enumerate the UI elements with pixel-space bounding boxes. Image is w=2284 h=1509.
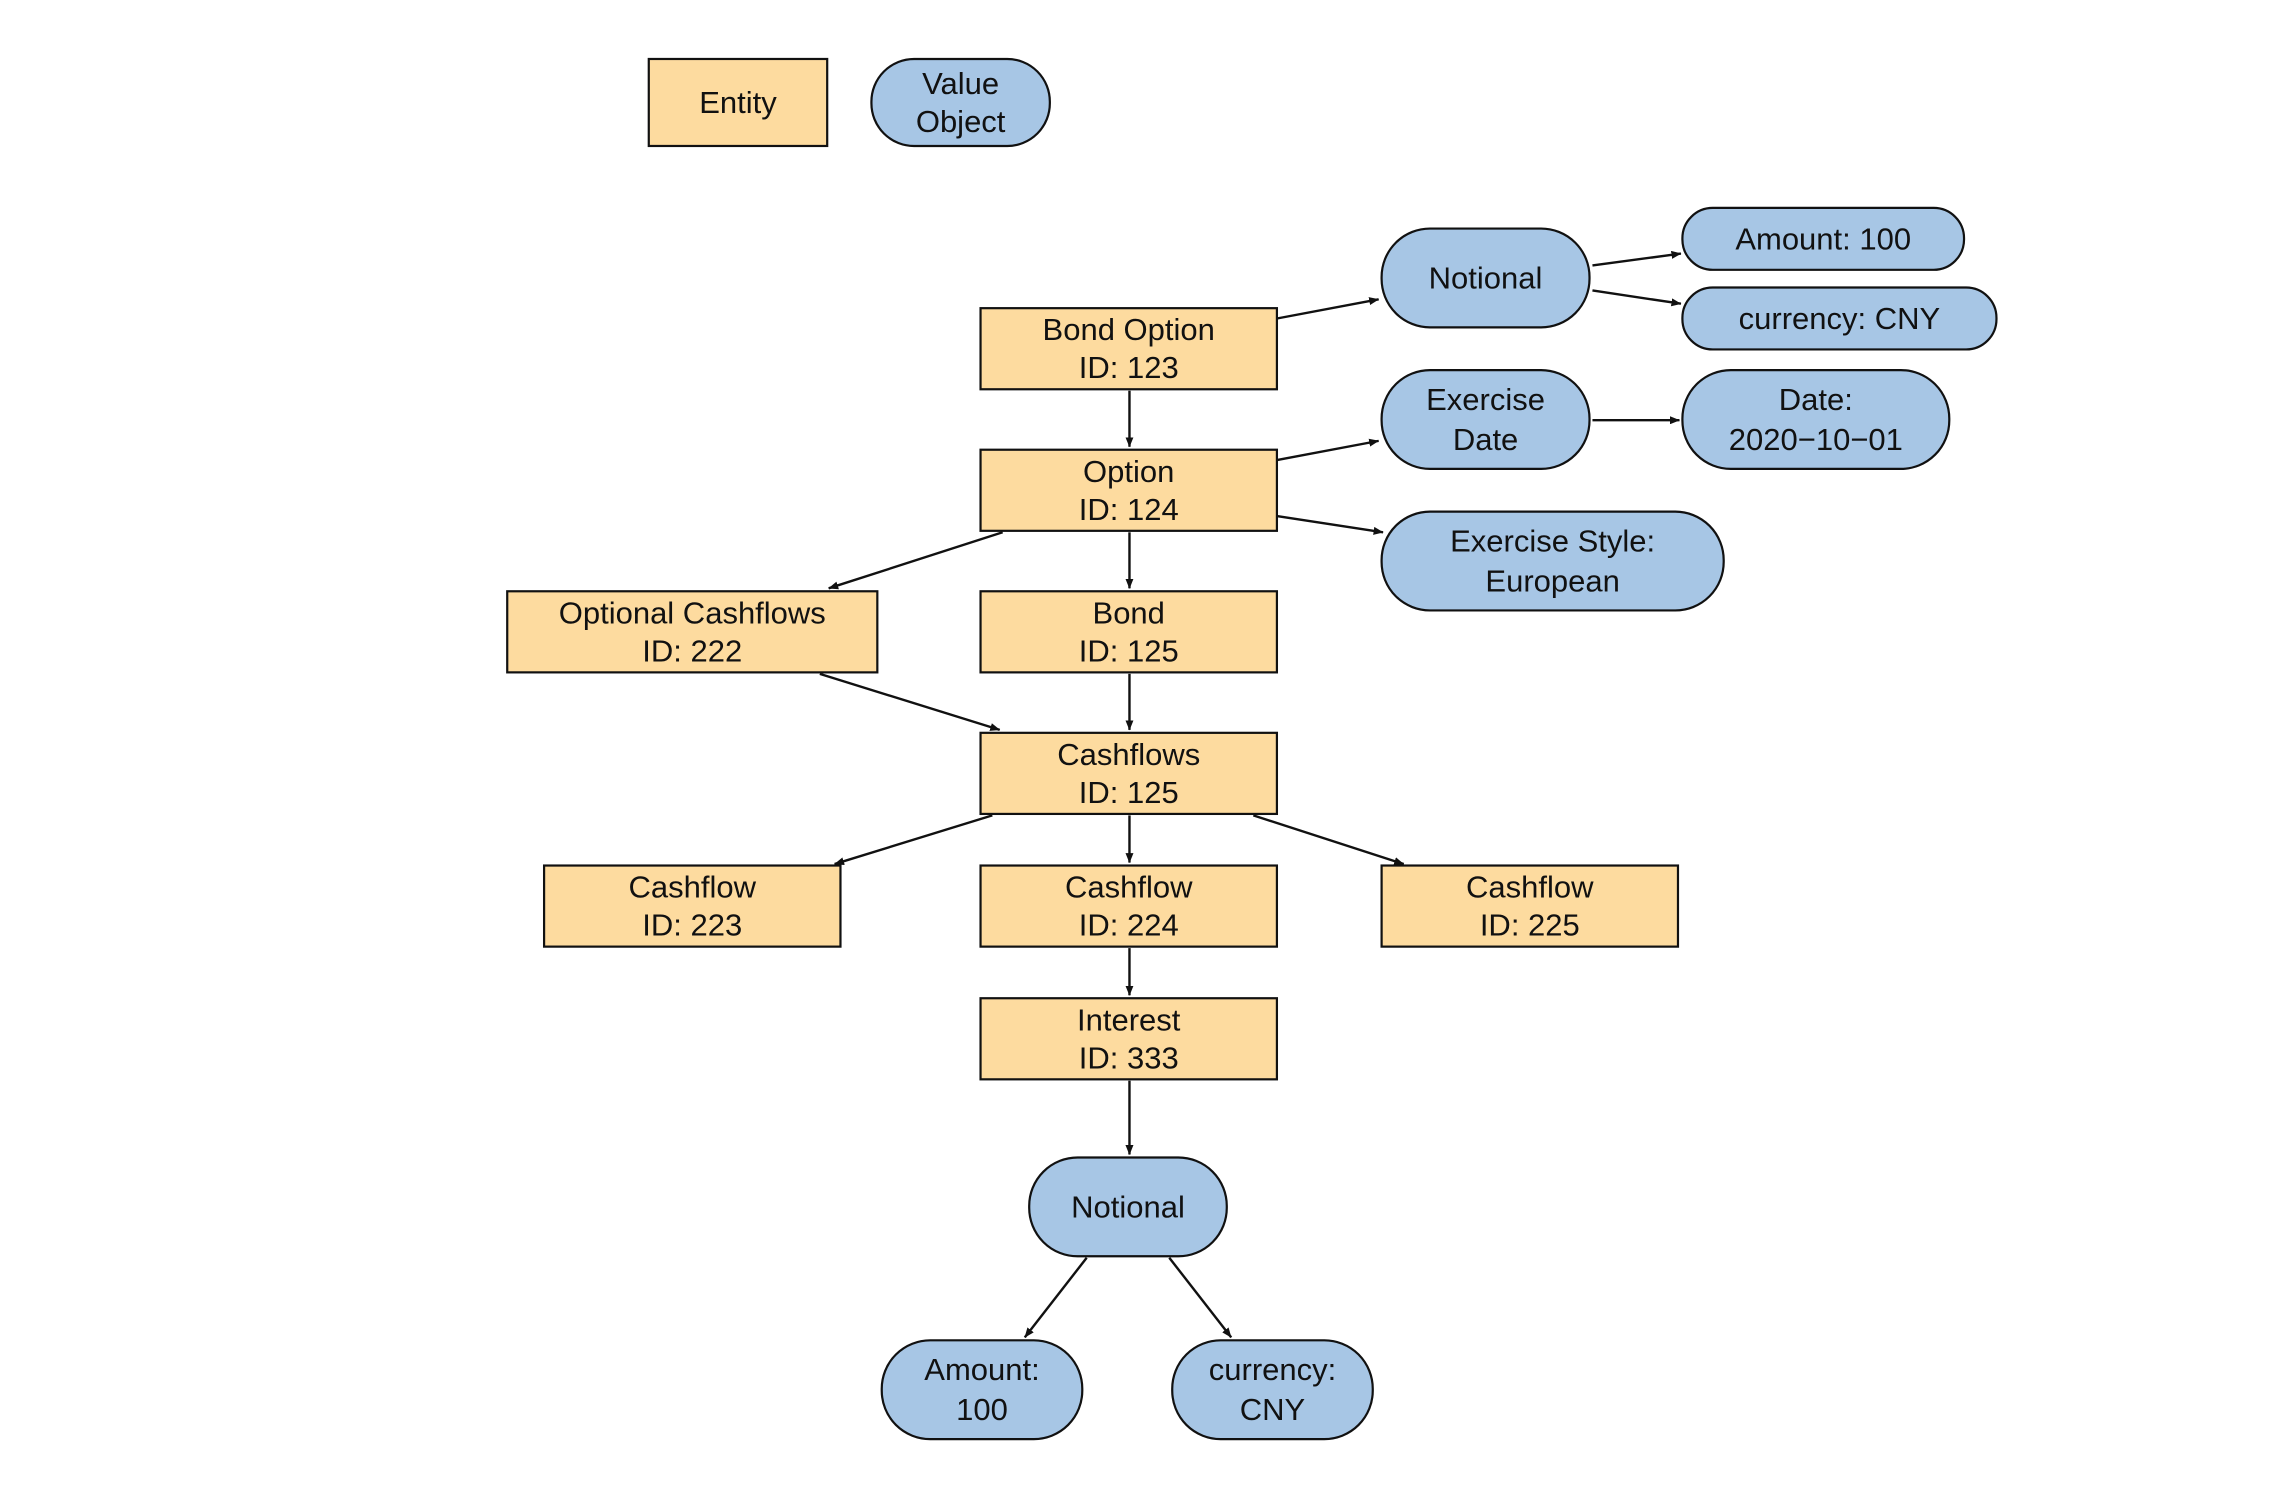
exercise-style-value-object-box bbox=[1380, 510, 1725, 612]
edge-option-to-exercise-style bbox=[1276, 514, 1384, 535]
edge-option-to-optional-cashflows bbox=[828, 531, 1004, 590]
date-value-label-line-2: 2020−10−01 bbox=[1729, 422, 1903, 457]
node-date-value: Date: 2020−10−01 bbox=[1681, 368, 1951, 470]
edge-notional-bottom-to-amount-bottom bbox=[1023, 1257, 1088, 1339]
bond-label-line-2: ID: 125 bbox=[1079, 633, 1179, 668]
interest-entity-box bbox=[979, 997, 1279, 1081]
edge-option-to-exercise-date bbox=[1276, 438, 1380, 462]
interest-label-line-1: Interest bbox=[1077, 1002, 1181, 1037]
currency-bottom-label-line-1: currency: bbox=[1209, 1352, 1336, 1387]
cashflow-225-label-line-2: ID: 225 bbox=[1480, 908, 1580, 943]
node-amount-bottom: Amount: 100 bbox=[880, 1339, 1084, 1441]
cashflow-223-label-line-2: ID: 223 bbox=[642, 908, 742, 943]
cashflows-label-line-1: Cashflows bbox=[1057, 737, 1200, 772]
cashflow-225-label-line-1: Cashflow bbox=[1466, 870, 1594, 905]
cashflows-entity-box bbox=[979, 731, 1279, 816]
notional-top-label-line-1: Notional bbox=[1429, 260, 1543, 295]
bond-option-label-line-1: Bond Option bbox=[1043, 312, 1215, 347]
edge-bond-option-to-notional-top bbox=[1276, 297, 1380, 320]
currency-bottom-label-line-2: CNY bbox=[1240, 1392, 1305, 1427]
legend-value-object-label-line-1: Value bbox=[922, 66, 999, 101]
amount-bottom-label-line-1: Amount: bbox=[924, 1352, 1039, 1387]
cashflow-223-entity-box bbox=[542, 864, 842, 948]
node-exercise-style: Exercise Style: European bbox=[1380, 510, 1725, 612]
legend-entity: Entity bbox=[647, 57, 829, 148]
exercise-date-value-object-box bbox=[1380, 368, 1591, 470]
option-entity-box bbox=[979, 448, 1279, 532]
legend-value-object-label-line-2: Object bbox=[916, 104, 1006, 139]
date-value-value-object-box bbox=[1681, 368, 1951, 470]
exercise-style-label-line-2: European bbox=[1485, 564, 1619, 599]
notional-bottom-value-object-box bbox=[1028, 1156, 1228, 1258]
legend-entity-entity-box bbox=[647, 57, 829, 148]
bond-option-label-line-2: ID: 123 bbox=[1079, 350, 1179, 385]
notional-top-value-object-box bbox=[1380, 227, 1591, 329]
bond-label-line-1: Bond bbox=[1093, 595, 1165, 630]
bond-option-entity-box bbox=[979, 307, 1279, 391]
date-value-label-line-1: Date: bbox=[1779, 382, 1853, 417]
cashflow-224-entity-box bbox=[979, 864, 1279, 948]
optional-cashflows-entity-box bbox=[506, 590, 879, 674]
option-label-line-2: ID: 124 bbox=[1079, 492, 1179, 527]
node-notional-bottom: Notional bbox=[1028, 1156, 1228, 1258]
cashflows-label-line-2: ID: 125 bbox=[1079, 775, 1179, 810]
node-notional-top: Notional bbox=[1380, 227, 1591, 329]
optional-cashflows-label-line-2: ID: 222 bbox=[642, 633, 742, 668]
amount-bottom-value-object-box bbox=[880, 1339, 1084, 1441]
exercise-date-label-line-1: Exercise bbox=[1426, 382, 1545, 417]
edge-cashflows-to-cashflow-225 bbox=[1252, 814, 1405, 866]
edge-notional-bottom-to-currency-bottom bbox=[1168, 1257, 1233, 1339]
edge-optional-cashflows-to-cashflows bbox=[819, 672, 1001, 732]
optional-cashflows-label-line-1: Optional Cashflows bbox=[559, 595, 826, 630]
exercise-date-label-line-2: Date bbox=[1453, 422, 1518, 457]
legend-entity-label-line-1: Entity bbox=[699, 85, 777, 120]
amount-bottom-label-line-2: 100 bbox=[956, 1392, 1008, 1427]
node-currency-top: currency: CNY bbox=[1681, 286, 1998, 351]
notional-bottom-label-line-1: Notional bbox=[1071, 1189, 1185, 1224]
bond-entity-box bbox=[979, 590, 1279, 674]
edges-layer bbox=[819, 250, 1682, 1339]
node-amount-top: Amount: 100 bbox=[1681, 206, 1966, 271]
interest-label-line-2: ID: 333 bbox=[1079, 1040, 1179, 1075]
edge-notional-top-to-currency-top bbox=[1592, 289, 1682, 307]
cashflow-223-label-line-1: Cashflow bbox=[629, 870, 757, 905]
exercise-style-label-line-1: Exercise Style: bbox=[1450, 524, 1655, 559]
legend-value-object-value-object-box bbox=[870, 57, 1051, 148]
currency-top-label-line-1: currency: CNY bbox=[1739, 301, 1941, 336]
node-currency-bottom: currency: CNY bbox=[1171, 1339, 1374, 1441]
option-label-line-1: Option bbox=[1083, 454, 1174, 489]
cashflow-225-entity-box bbox=[1380, 864, 1680, 948]
amount-top-value-object-box bbox=[1681, 206, 1966, 271]
edge-notional-top-to-amount-top bbox=[1592, 250, 1682, 267]
currency-bottom-value-object-box bbox=[1171, 1339, 1374, 1441]
cashflow-224-label-line-2: ID: 224 bbox=[1079, 908, 1179, 943]
edge-cashflows-to-cashflow-223 bbox=[834, 814, 993, 866]
amount-top-label-line-1: Amount: 100 bbox=[1735, 221, 1911, 256]
cashflow-224-label-line-1: Cashflow bbox=[1065, 870, 1193, 905]
currency-top-value-object-box bbox=[1681, 286, 1998, 351]
